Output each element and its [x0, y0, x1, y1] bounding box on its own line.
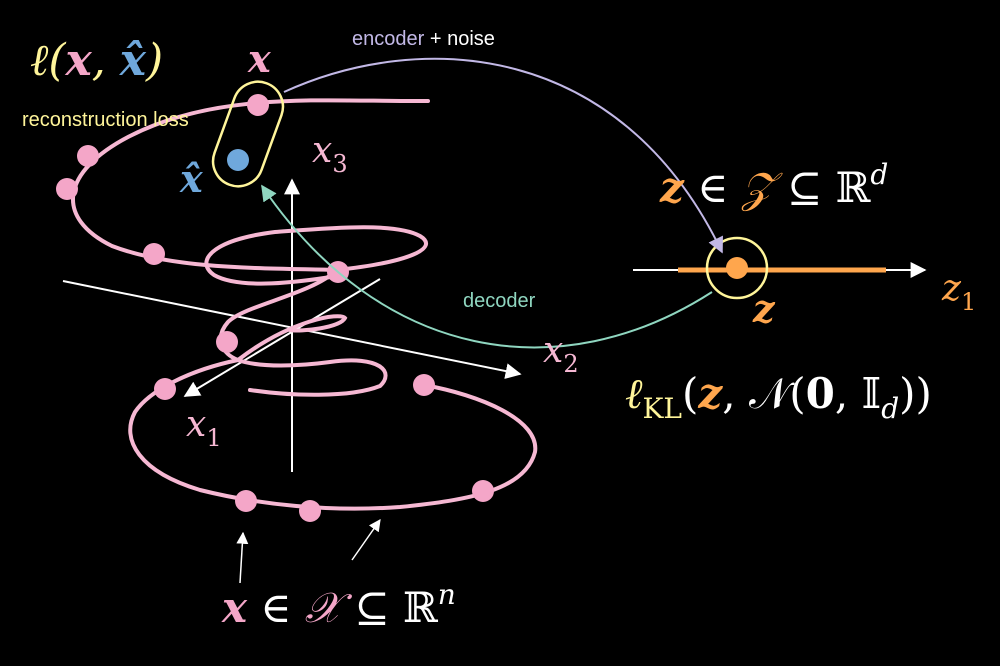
- decoder-arrow: [261, 184, 713, 349]
- data-point: [216, 331, 238, 353]
- data-point: [413, 374, 435, 396]
- decoder-label: decoder: [463, 290, 536, 312]
- kl-loss-formula: ℓKL(z, 𝒩(0, 𝕀d)): [625, 369, 932, 425]
- reconstruction-loss-formula: ℓ(x, x̂): [30, 35, 163, 86]
- axis-x1-line: [183, 278, 381, 397]
- axis-x1-label: x1: [186, 404, 222, 452]
- encoder-label: encoder + noise: [352, 28, 495, 50]
- latent-set-formula: z ∈ 𝒵 ⊆ ℝd: [659, 158, 888, 212]
- data-point: [235, 490, 257, 512]
- z-point-label: z: [752, 286, 776, 331]
- latent-point: [726, 257, 748, 279]
- data-set-formula: x ∈ 𝒳 ⊆ ℝn: [221, 578, 456, 632]
- x-hat-label: x̂: [179, 156, 204, 201]
- data-point: [247, 94, 269, 116]
- x-top-label: x: [247, 36, 272, 81]
- data-point: [472, 480, 494, 502]
- pointer-arrow: [351, 519, 381, 561]
- axis-z1-label: z1: [941, 268, 976, 316]
- encoder-arrow: [283, 57, 723, 254]
- reconstruction-loss-capsule: [211, 80, 285, 188]
- pointer-arrow: [236, 531, 249, 584]
- reconstruction-loss-label: reconstruction loss: [22, 109, 189, 131]
- data-point: [299, 500, 321, 522]
- data-points: [56, 94, 494, 522]
- reconstruction-point: [227, 149, 249, 171]
- latent-axis: [633, 236, 927, 300]
- data-point: [143, 243, 165, 265]
- axis-x2-label: x2: [543, 330, 579, 378]
- axis-x3-label: x3: [312, 130, 348, 178]
- latent-point-ring: [705, 236, 769, 300]
- data-point: [154, 378, 176, 400]
- data-point: [56, 178, 78, 200]
- data-point: [77, 145, 99, 167]
